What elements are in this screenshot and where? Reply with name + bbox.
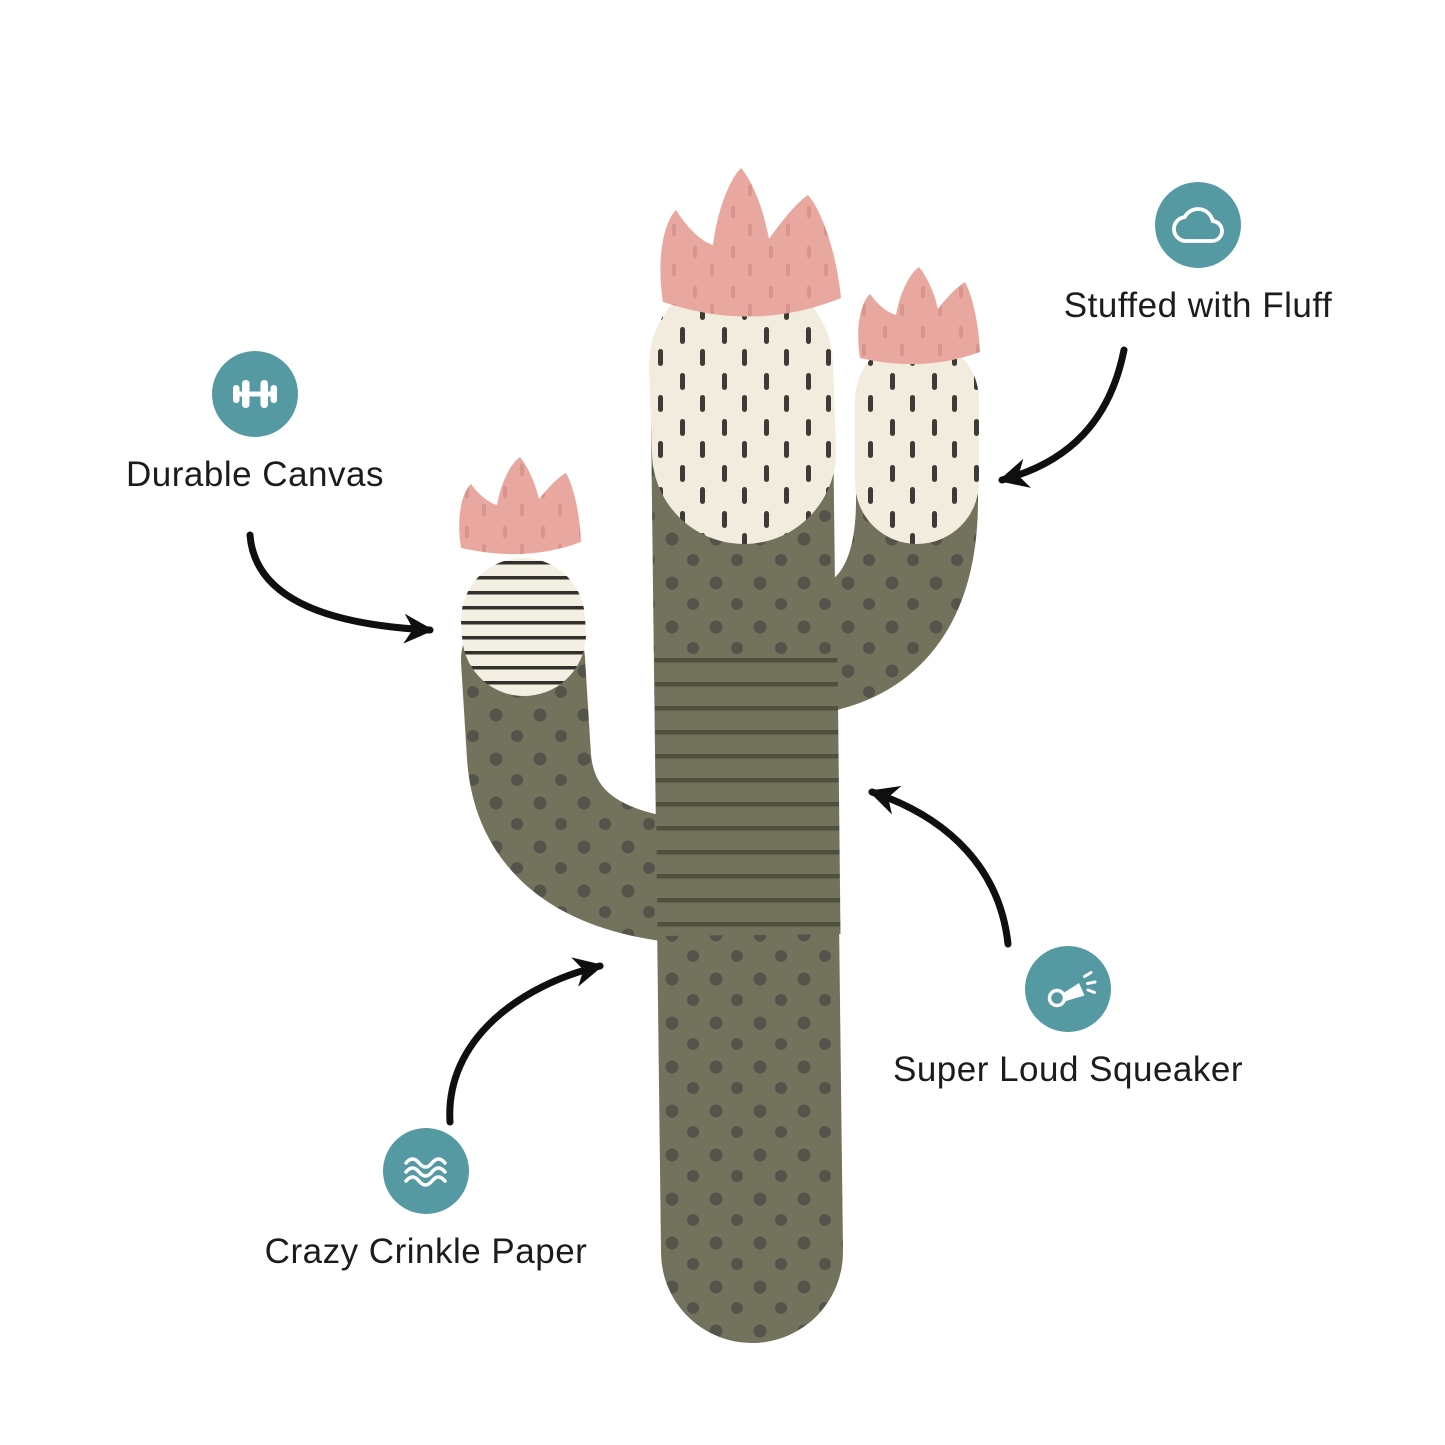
arrow-durable-canvas <box>246 531 434 644</box>
cactus-plush <box>459 168 980 1343</box>
callout-arrows <box>246 346 1128 1126</box>
pink-flower-right <box>858 267 980 365</box>
pink-flower-top <box>660 168 841 317</box>
arrow-stuffed-with-fluff <box>998 346 1128 488</box>
cactus-left-arm-stripe-top <box>461 558 586 696</box>
pink-flower-left <box>459 457 581 555</box>
arrow-super-loud-squeaker <box>868 786 1012 948</box>
arrow-crazy-crinkle-paper <box>446 957 604 1126</box>
cactus-trunk-cream-top <box>649 273 836 544</box>
cactus-trunk-stripe-band <box>654 654 841 936</box>
cactus-left-arm <box>461 598 734 942</box>
